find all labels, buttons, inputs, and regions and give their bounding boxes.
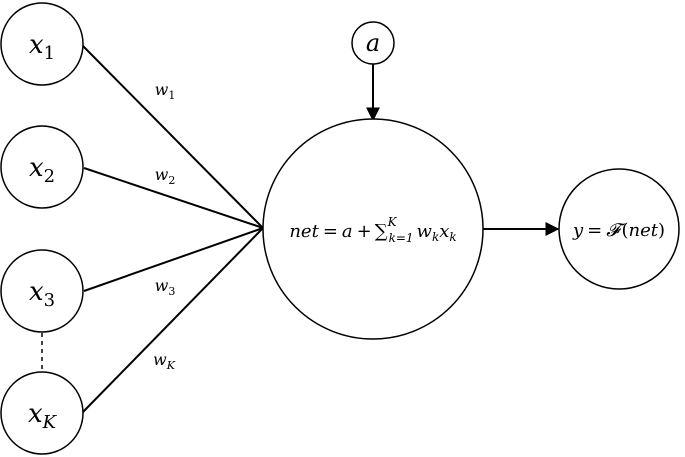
output-node: y=𝓕(net) [558,168,680,290]
weight-w3: w3 [155,276,176,298]
edge-x3-to-neuron [83,227,264,292]
input-x3-var: x [29,277,44,307]
weight-wK: wK [153,350,176,372]
input-x3-sub: 3 [44,290,55,311]
svg-text:x2: x2 [29,153,55,187]
svg-text:x1: x1 [29,30,55,64]
edge-xK-to-neuron [82,227,264,413]
input-xK-var: x [28,399,43,429]
input-x2-sub: 2 [44,166,55,187]
svg-text:x3: x3 [29,277,55,311]
bias-node: a [351,21,395,65]
edge-x2-to-neuron [83,167,264,229]
weight-w1: w1 [155,80,176,102]
weight-w2: w2 [155,165,176,187]
input-node-x2: x2 [0,125,84,209]
bias-label: a [366,29,380,57]
output-formula: y=𝓕(net) [572,220,665,241]
input-x2-var: x [29,153,44,183]
input-node-xK: xK [0,371,84,455]
input-xK-sub: K [42,412,58,433]
input-node-x3: x3 [0,249,84,333]
svg-text:xK: xK [28,399,58,433]
edge-x1-to-neuron [81,44,264,229]
input-node-x1: x1 [0,2,84,86]
input-x1-var: x [29,30,44,60]
input-x1-sub: 1 [44,43,55,64]
